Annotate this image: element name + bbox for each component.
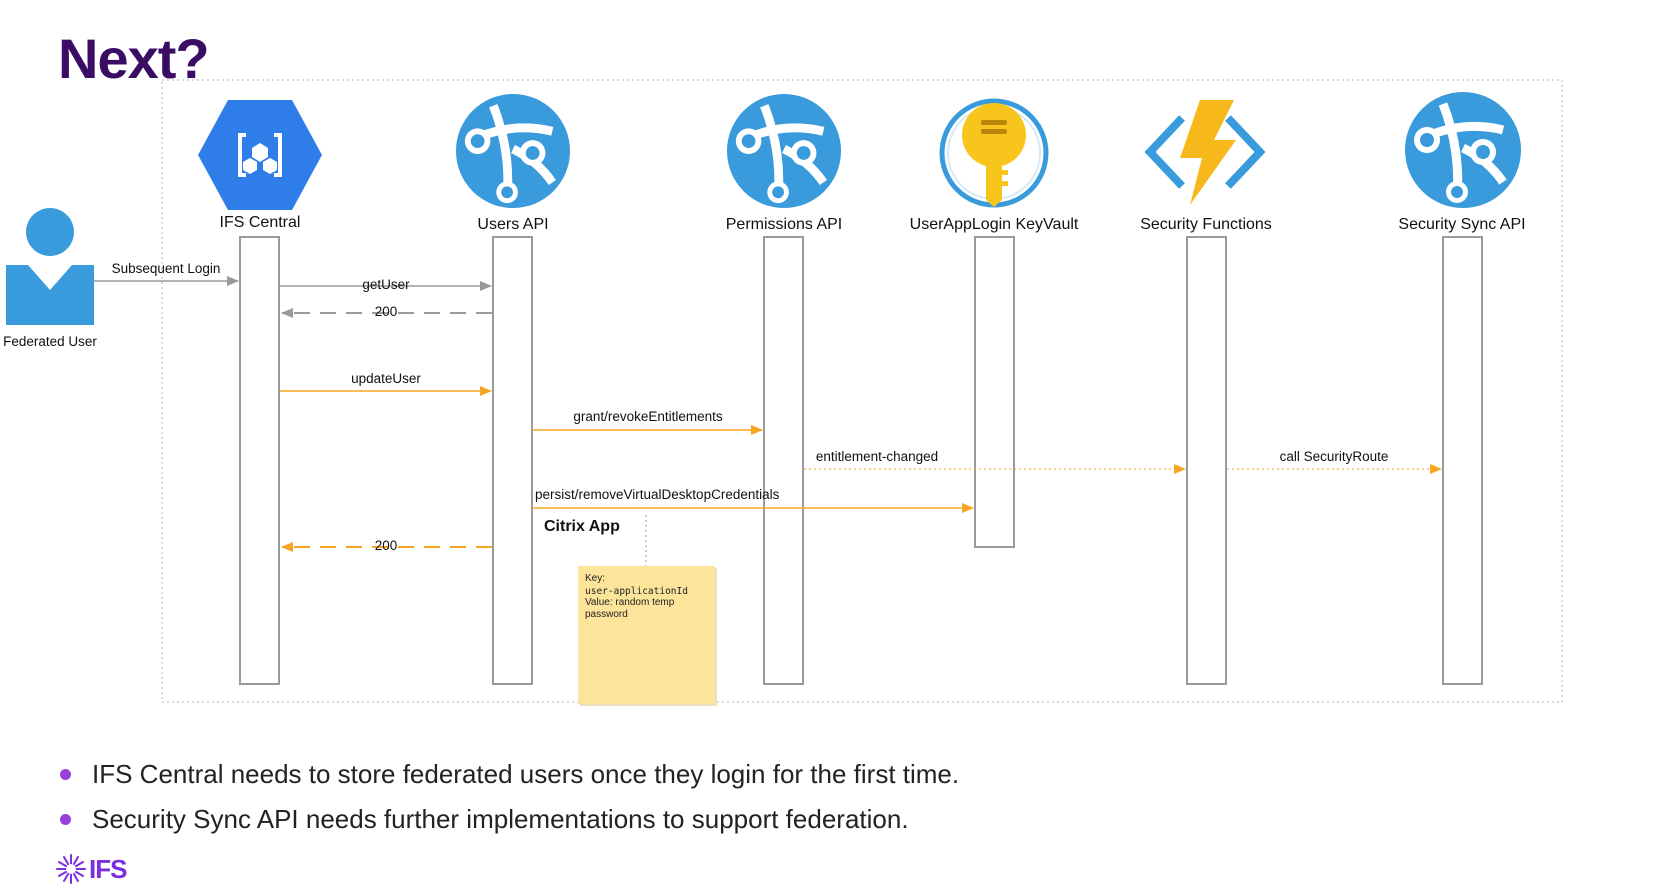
lifeline-security-functions [1186, 236, 1227, 685]
message-label-subsequent-login: Subsequent Login [112, 261, 221, 276]
key-vault-icon [939, 98, 1049, 208]
message-label-update-user: updateUser [351, 371, 421, 386]
bullet-dot [60, 769, 71, 780]
slide-title: Next? [58, 27, 210, 90]
lifeline-keyvault [974, 236, 1015, 548]
user-icon [6, 208, 94, 325]
sticky-note: Key: user-applicationId Value: random te… [578, 566, 717, 706]
actor-label-federated-user: Federated User [3, 334, 97, 349]
message-label-persist-remove: persist/removeVirtualDesktopCredentials [535, 487, 780, 502]
message-label-get-user: getUser [362, 277, 410, 292]
message-label-call-security-route: call SecurityRoute [1280, 449, 1389, 464]
actor-label-security-functions: Security Functions [1140, 216, 1272, 233]
actor-label-permissions-api: Permissions API [726, 216, 842, 233]
lifeline-users-api [492, 236, 533, 685]
azure-api-icon [1405, 92, 1521, 208]
bullet-item: IFS Central needs to store federated use… [58, 758, 959, 790]
azure-api-icon [727, 94, 841, 208]
actor-label-keyvault: UserAppLogin KeyVault [910, 216, 1079, 233]
azure-api-icon [456, 94, 570, 208]
note-value-line-1: Value: random temp [585, 597, 675, 608]
ifs-logo-icon [56, 854, 86, 884]
message-label-response-200-b: 200 [375, 538, 398, 553]
bullet-item: Security Sync API needs further implemen… [58, 803, 959, 835]
bullet-dot [60, 814, 71, 825]
bullet-text: IFS Central needs to store federated use… [92, 759, 960, 789]
lifeline-security-sync-api [1442, 236, 1483, 685]
message-label-entitlement-changed: entitlement-changed [816, 449, 938, 464]
bullet-list: IFS Central needs to store federated use… [58, 758, 959, 848]
lifeline-ifs-central [239, 236, 280, 685]
actor-label-ifs-central: IFS Central [220, 214, 301, 231]
azure-functions-icon [1144, 100, 1266, 205]
message-label-response-200-a: 200 [375, 304, 398, 319]
diagram-frame [161, 79, 1563, 703]
note-key-label: Key: [585, 573, 605, 584]
bullet-text: Security Sync API needs further implemen… [92, 804, 909, 834]
citrix-app-label: Citrix App [544, 518, 620, 535]
ifs-logo-text: IFS [89, 853, 127, 884]
message-label-grant-revoke: grant/revokeEntitlements [573, 409, 723, 424]
actor-label-users-api: Users API [477, 216, 548, 233]
note-key-value: user-applicationId [585, 586, 688, 597]
note-value-line-2: password [585, 609, 628, 620]
gcp-hexagon-icon [198, 100, 322, 210]
lifeline-permissions-api [763, 236, 804, 685]
ifs-logo: IFS [55, 852, 127, 886]
actor-label-security-sync-api: Security Sync API [1398, 216, 1525, 233]
